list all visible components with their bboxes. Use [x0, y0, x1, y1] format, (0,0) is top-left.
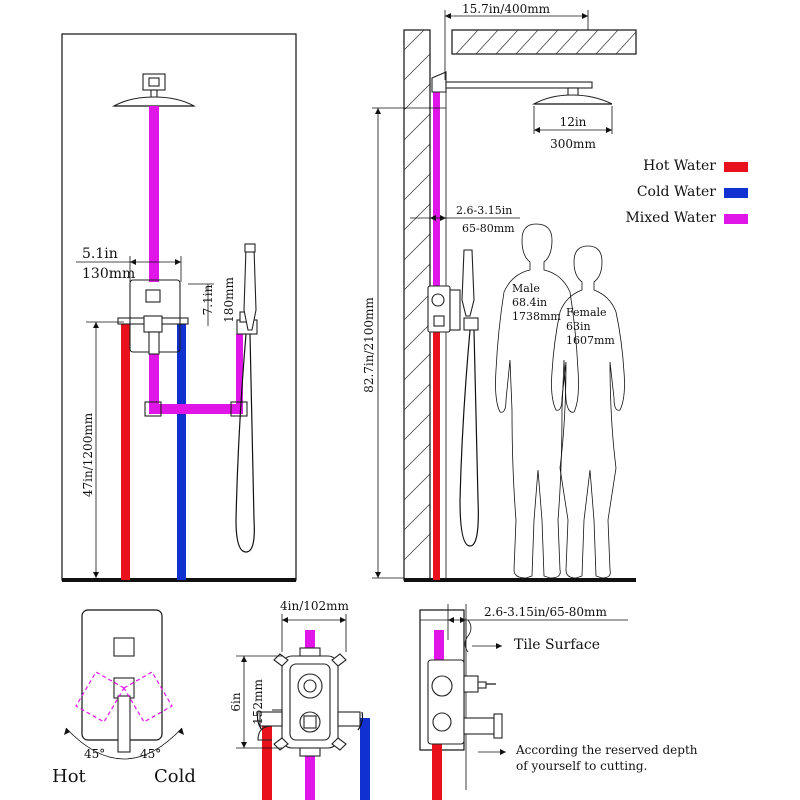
front-handheld-height-dimension: 7.1in 180mm: [188, 277, 236, 326]
side-depth-in-label: 2.6-3.15in: [456, 204, 512, 217]
total-height-dimension: 82.7in/2100mm: [362, 107, 446, 579]
wall-hatch: [403, 29, 431, 561]
arm-length-dimension: 15.7in/400mm: [444, 2, 589, 80]
total-height-label: 82.7in/2100mm: [362, 297, 376, 393]
valve-height-mm-label: 152mm: [251, 679, 265, 725]
install-depth-label: 2.6-3.15in/65-80mm: [484, 605, 607, 619]
side-wall: [403, 29, 431, 581]
head-size-in-label: 12in: [560, 115, 587, 129]
side-view: 15.7in/400mm 12in 300mm 82.7in/2100mm 2.…: [362, 2, 637, 582]
female-height-in: 63in: [566, 320, 591, 333]
left-angle-label: 45°: [84, 747, 105, 761]
legend-mixed-label: Mixed Water: [625, 210, 716, 226]
front-valve-height-dimension: 47in/1200mm: [81, 321, 124, 578]
male-height-mm: 1738mm: [512, 310, 561, 323]
handle-swing-left: [75, 671, 125, 723]
side-floor-line: [404, 578, 636, 582]
handle-cold-label: Cold: [154, 766, 196, 787]
female-label: Female: [566, 306, 607, 319]
handle-rotation-arc: [65, 727, 183, 760]
front-cold-water-pipe: [177, 322, 186, 580]
side-depth-dimension: 2.6-3.15in 65-80mm: [410, 204, 520, 235]
legend-hot-label: Hot Water: [643, 158, 716, 174]
tile-surface-label: Tile Surface: [514, 637, 600, 653]
front-valve-plate: [117, 279, 189, 355]
front-valve-height-label: 47in/1200mm: [81, 412, 95, 497]
handle-lever: [117, 695, 131, 753]
legend-mixed-swatch: [724, 214, 748, 224]
arm-length-label: 15.7in/400mm: [462, 2, 551, 16]
depth-top-mixed-pipe: [434, 630, 444, 664]
valve-width-label: 4in/102mm: [280, 599, 350, 613]
valve-box-view: 4in/102mm 6in 152mm: [229, 599, 370, 800]
valve-cold-pipe: [360, 718, 370, 800]
side-valve: [427, 285, 461, 333]
side-hot-pipe: [433, 330, 440, 580]
valve-width-dimension: 4in/102mm: [280, 599, 350, 652]
side-depth-mm-label: 65-80mm: [462, 222, 515, 235]
install-depth-view: 2.6-3.15in/65-80mm Tile Surface Accordin…: [419, 604, 698, 800]
front-width-dimension: 5.1in 130mm: [76, 246, 182, 282]
ceiling: [451, 29, 637, 55]
handle-swing-right: [123, 671, 173, 723]
front-handheld-height-in: 7.1in: [201, 284, 215, 315]
note-line-2: of yourself to cutting.: [516, 759, 647, 773]
front-hot-water-pipe: [121, 322, 130, 580]
legend: Hot Water Cold Water Mixed Water: [625, 158, 748, 226]
valve-top-mixed-pipe: [305, 630, 315, 658]
front-mixed-riser-pipe: [149, 106, 159, 282]
front-rain-shower-head: [111, 73, 197, 107]
handle-top-square: [113, 637, 135, 657]
male-height-in: 68.4in: [512, 296, 547, 309]
legend-cold-swatch: [724, 188, 748, 198]
legend-cold-label: Cold Water: [637, 184, 716, 200]
male-figure: Male 68.4in 1738mm: [495, 223, 579, 579]
male-label: Male: [512, 282, 540, 295]
side-handheld: [459, 249, 479, 547]
valve-height-in-label: 6in: [229, 692, 243, 711]
side-shower-arm: [431, 71, 613, 105]
female-figure: Female 63in 1607mm: [551, 245, 625, 579]
side-mixed-pipe: [433, 84, 440, 294]
handle-rotation-view: 45° 45° Hot Cold: [52, 609, 196, 787]
valve-bottom-mixed-pipe: [305, 744, 315, 800]
front-width-in-label: 5.1in: [82, 246, 118, 262]
valve-height-dimension: 6in 152mm: [229, 655, 282, 749]
front-view: 5.1in 130mm 7.1in 180mm 47in/1200mm: [61, 33, 297, 582]
ceiling-hatch: [455, 29, 637, 55]
front-handheld-shower: [235, 243, 258, 553]
install-depth-dimension: 2.6-3.15in/65-80mm: [420, 604, 628, 640]
head-size-dimension: 12in 300mm: [533, 106, 613, 151]
front-handheld-height-mm: 180mm: [222, 277, 236, 323]
valve-hot-pipe: [262, 718, 272, 800]
front-width-mm-label: 130mm: [82, 266, 135, 282]
front-mixed-lower-pipe: [149, 348, 159, 410]
tile-surface-callout: Tile Surface: [472, 637, 600, 653]
depth-valve-body: [427, 659, 503, 745]
legend-hot-swatch: [724, 162, 748, 172]
note-line-1: According the reserved depth: [515, 743, 698, 757]
head-size-mm-label: 300mm: [550, 137, 596, 151]
cutting-note: According the reserved depth of yourself…: [478, 743, 698, 773]
depth-hot-pipe: [432, 740, 442, 800]
valve-body: [256, 647, 364, 757]
front-mixed-horizontal-pipe: [149, 404, 241, 414]
front-mixed-handheld-pipe: [236, 334, 243, 414]
female-height-mm: 1607mm: [566, 334, 615, 347]
handle-hot-label: Hot: [52, 766, 87, 787]
right-angle-label: 45°: [140, 747, 161, 761]
